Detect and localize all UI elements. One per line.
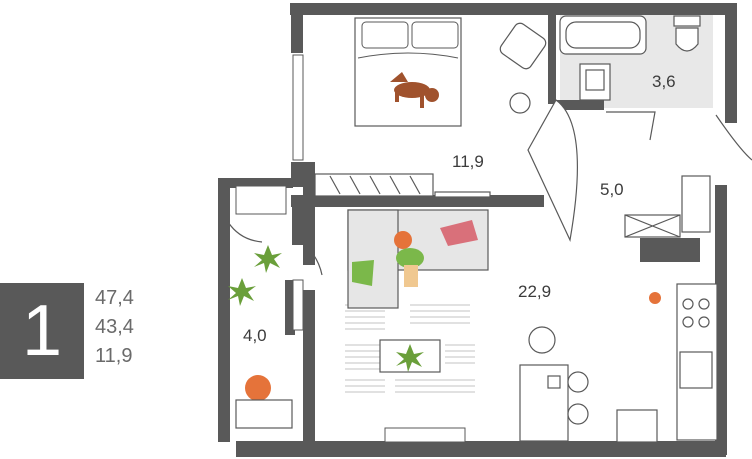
- total-area: 47,4: [95, 287, 134, 309]
- kitchen-unit: [616, 283, 718, 443]
- living-area: 43,4: [95, 316, 134, 338]
- toilet: [673, 15, 701, 52]
- armchair: [499, 22, 547, 114]
- rug: [345, 304, 475, 393]
- doors: [227, 99, 752, 276]
- bed: [354, 17, 462, 127]
- plant-icon: [396, 344, 424, 372]
- windows: [235, 54, 466, 443]
- area-stats: 47,4 43,4 11,9: [95, 284, 165, 371]
- toy-icon: [649, 292, 661, 304]
- cushion-green: [352, 260, 374, 286]
- cushion-pink: [440, 220, 478, 246]
- bathtub: [559, 15, 647, 55]
- washbasin: [579, 63, 611, 101]
- balcony-desk: [235, 375, 293, 429]
- room-count-badge: 1: [0, 283, 84, 379]
- bathroom-area-label: 3,6: [652, 72, 676, 91]
- dog-figure: [390, 72, 439, 108]
- kitchen-area: 11,9: [95, 345, 133, 367]
- walls: [218, 3, 737, 457]
- wardrobe: [314, 173, 491, 198]
- living-area-label: 22,9: [518, 282, 551, 301]
- room-count: 1: [21, 291, 63, 371]
- hall-area-label: 5,0: [600, 180, 624, 199]
- dining-table: [519, 326, 589, 442]
- person-figure: [394, 231, 424, 287]
- hall-cabinet: [624, 175, 711, 238]
- balcony-plants: [228, 245, 282, 306]
- balcony-area-label: 4,0: [243, 326, 267, 345]
- bedroom-area-label: 11,9: [452, 152, 484, 171]
